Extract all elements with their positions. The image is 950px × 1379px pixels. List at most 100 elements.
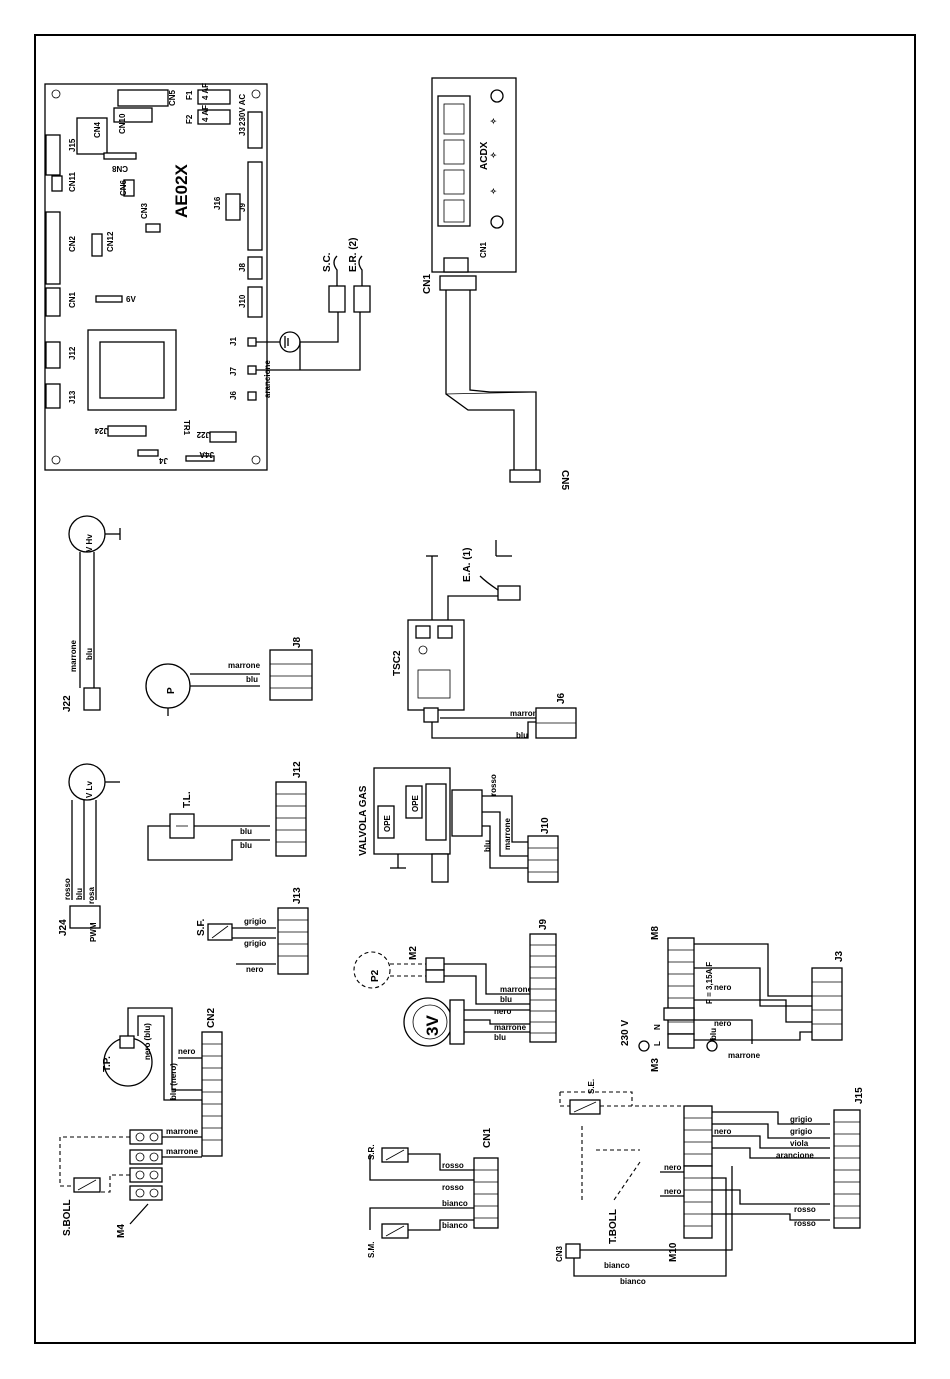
label-sf: S.F.: [196, 919, 207, 936]
wire-j15-grigio-2: grigio: [790, 1127, 812, 1136]
label-j6-terminal: J6: [229, 391, 238, 400]
label-n: N: [653, 1024, 662, 1030]
label-valvola-gas: VALVOLA GAS: [358, 785, 369, 856]
label-tp: T.P.: [102, 1056, 113, 1072]
label-j10: J10: [540, 817, 551, 834]
display-cn1: CN1: [479, 241, 488, 258]
label-cn6: CN6: [119, 179, 128, 196]
label-vlv: V Lv: [85, 781, 94, 798]
label-j9: J9: [238, 203, 247, 212]
label-cn10: CN10: [118, 113, 127, 134]
label-sboll: S.BOLL: [62, 1199, 73, 1236]
label-m3: M3: [650, 1058, 661, 1072]
label-ea: E.A. (1): [462, 548, 473, 582]
label-j12: J12: [292, 761, 303, 778]
fuse-f1-label: F1: [185, 90, 194, 100]
label-j4: J4: [159, 456, 168, 465]
label-m10: M10: [668, 1242, 679, 1262]
label-230v: 230 V: [620, 1020, 631, 1046]
label-l: L: [653, 1041, 662, 1046]
wire-tsc2-marrone: marrone: [510, 709, 543, 718]
wire-vlv-rosa: rosa: [87, 887, 96, 904]
fuse-f1-rating: 4 AF: [201, 83, 210, 100]
wire-j3-nero-2: nero: [714, 1019, 731, 1028]
label-j24: J24: [94, 426, 108, 435]
label-j16: J16: [213, 196, 222, 210]
label-j9: J9: [538, 918, 549, 930]
fuse-f2-label: F2: [185, 114, 194, 124]
valve-3v: 3V: [423, 1015, 442, 1036]
wire-cn3-bianco: bianco: [604, 1261, 630, 1270]
svg-text:✧: ✧: [490, 187, 497, 196]
label-ope-2: OPE: [411, 794, 420, 812]
j3-section: M8 F = 3,15A F N L 230 V M3 nero nero bl…: [620, 926, 845, 1072]
label-j24-plug: J24: [58, 919, 69, 936]
label-tboll: T.BOLL: [608, 1209, 619, 1244]
fuse-j3: F = 3,15A F: [705, 962, 714, 1004]
vlv-section: V Lv rosso blu rosa PWM J24 T.L. blu blu…: [58, 761, 307, 942]
label-j22-plug: J22: [62, 695, 73, 712]
label-j22: J22: [196, 430, 210, 439]
cn1-sensors-section: S.R. rosso rosso S.M. bianco bianco CN1: [367, 1128, 499, 1258]
wire-3v-nero: nero: [494, 1007, 511, 1016]
label-sm: S.M.: [367, 1242, 376, 1258]
fuse-f2-rating: 4 AF: [201, 105, 210, 122]
label-vhv: V Hv: [85, 534, 94, 552]
label-cn2: CN2: [68, 235, 77, 252]
label-cn1-cable: CN1: [422, 274, 433, 294]
j9-section: P2 M2 marrone blu 3V nero marrone blu J9: [353, 918, 557, 1047]
wire-j15-arancione: arancione: [776, 1151, 814, 1160]
label-m4: M4: [116, 1224, 127, 1238]
wire-tl-blu: blu: [240, 827, 252, 836]
label-m2: M2: [408, 946, 419, 960]
wire-j3-marrone: marrone: [728, 1051, 761, 1060]
wire-p-blu: blu: [246, 675, 258, 684]
wire-j15-grigio: grigio: [790, 1115, 812, 1124]
label-j6: J6: [556, 692, 567, 704]
label-se: S.E.: [587, 1079, 596, 1094]
label-cn1: CN1: [68, 291, 77, 308]
label-tsc2: TSC2: [392, 650, 403, 676]
label-cn2: CN2: [206, 1008, 217, 1028]
wire-j3-nero: nero: [714, 983, 731, 992]
wire-3v-blu: blu: [494, 1033, 506, 1042]
wire-sr-rosso: rosso: [442, 1161, 464, 1170]
wire-tp-nero-blu: nero (blu): [143, 1023, 152, 1060]
sf-section: S.F. grigio grigio nero J13: [196, 887, 309, 975]
label-j15: J15: [854, 1087, 865, 1104]
drawing-frame: [34, 34, 916, 1344]
j15-section: S.E. T.BOLL M10 nero nero nero grigio gr…: [555, 1079, 865, 1286]
wire-j15-rosso: rosso: [794, 1205, 816, 1214]
label-sc: S.C.: [322, 252, 333, 272]
label-cn5-cable: CN5: [559, 470, 570, 490]
label-tl: T.L.: [182, 791, 193, 808]
wire-sm-bianco: bianco: [442, 1199, 468, 1208]
wire-vlv-rosso: rosso: [63, 878, 72, 900]
svg-text:6V: 6V: [126, 295, 136, 304]
display-acdx: ✧ ✧ ✧ ACDX CN1 CN1 CN5: [422, 77, 570, 490]
wire-j15-nero: nero: [664, 1163, 681, 1172]
wire-sf-grigio: grigio: [244, 917, 266, 926]
pump-p2: P2: [370, 969, 381, 982]
vhv-section: V Hv marrone blu J22 P marrone blu J8: [62, 515, 313, 716]
wire-j15-nero-3: nero: [714, 1127, 731, 1136]
wire-label-arancione: arancione: [263, 360, 272, 398]
cn2-section: T.P. nero (blu) blu (nero) nero CN2 marr…: [59, 1007, 223, 1238]
svg-text:✧: ✧: [490, 151, 497, 160]
label-cn4: CN4: [93, 121, 102, 138]
board-voltage: 230V AC: [238, 94, 247, 126]
label-j12: J12: [68, 346, 77, 360]
label-j13: J13: [292, 887, 303, 904]
label-cn1-sensors: CN1: [482, 1128, 493, 1148]
wire-sm-bianco-2: bianco: [442, 1221, 468, 1230]
label-cn3: CN3: [140, 202, 149, 219]
label-m8: M8: [650, 926, 661, 940]
wire-m4-marrone-2: marrone: [166, 1147, 199, 1156]
wire-j15-nero-2: nero: [664, 1187, 681, 1196]
label-j10: J10: [238, 294, 247, 308]
label-j7: J7: [229, 367, 238, 376]
label-j4a: J4A: [199, 450, 214, 459]
label-cn5: CN5: [168, 89, 177, 106]
label-j1: J1: [229, 337, 238, 346]
wire-tsc2-blu: blu: [516, 731, 528, 740]
